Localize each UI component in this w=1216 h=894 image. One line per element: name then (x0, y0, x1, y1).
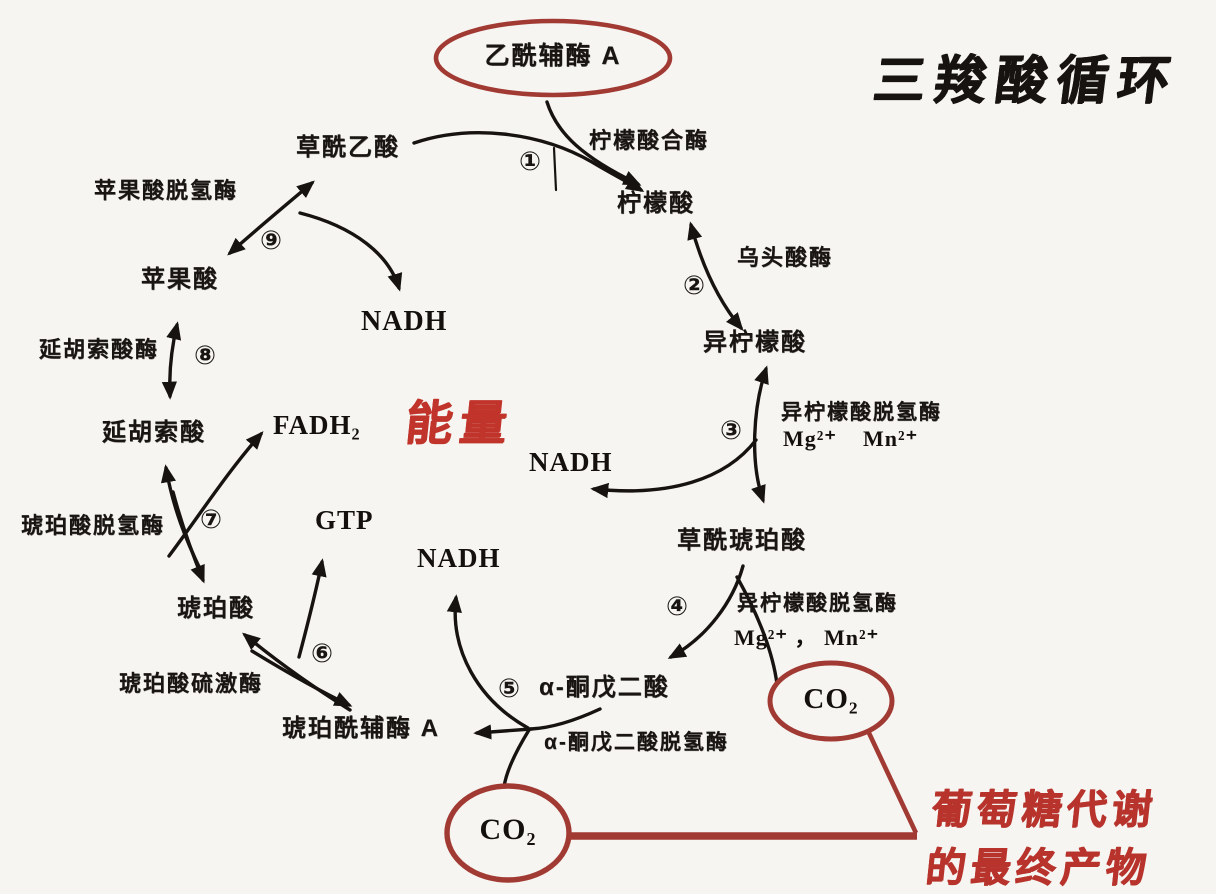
arrow-to-gtp (297, 558, 327, 659)
step-8: ⑧ (194, 341, 217, 371)
diagram-title: 三羧酸循环 (869, 52, 1182, 110)
step-1: ① (519, 147, 542, 177)
cofactor-nadh-center: NADH (417, 543, 501, 573)
node-oxaloacetate: 草酰乙酸 (296, 134, 400, 161)
enzyme-aconitase: 乌头酸酶 (737, 245, 834, 270)
arrow-to-nadh-center (446, 594, 530, 730)
enzyme-succinate-dh: 琥珀酸脱氢酶 (21, 513, 166, 538)
cofactor-fadh2: FADH₂ (273, 410, 361, 440)
node-oxalosuccinate: 草酰琥珀酸 (677, 527, 807, 554)
cofactor-nadh-top: NADH (361, 306, 448, 337)
node-co2-bottom: CO₂ (479, 813, 537, 846)
node-isocitrate: 异柠檬酸 (703, 329, 807, 356)
step-4: ④ (666, 592, 689, 622)
line-to-co2-right (735, 575, 779, 686)
enzyme-isocitrate-dh-upper: 异柠檬酸脱氢酶 (781, 401, 942, 424)
node-co2-right: CO₂ (803, 683, 859, 715)
arrow-to-nadh-top (298, 211, 403, 292)
co2-right-ellipse (767, 660, 895, 742)
arrow-to-nadh-right (590, 438, 758, 499)
enzyme-fumarase: 延胡索酸酶 (39, 337, 160, 362)
arrow-acetylcoa-in (545, 100, 642, 186)
node-acetyl-coa: 乙酰辅酶 A (484, 42, 622, 70)
arrow-malate-oaa (227, 180, 315, 256)
enzyme-alpha-kg-dh: α-酮戊二酸脱氢酶 (544, 731, 729, 754)
final-products-note-line1: 葡萄糖代谢 (929, 788, 1159, 832)
arrow-citrate-isocitrate (687, 221, 744, 331)
arrow-to-succinylcoa (473, 724, 533, 740)
arrow-to-fadh2 (167, 431, 264, 558)
cofactor-gtp: GTP (315, 505, 374, 535)
tick-step1 (552, 146, 558, 192)
cofactors-isocitrate-dh-upper: Mg²⁺ Mn²⁺ (783, 426, 919, 451)
arrow-fumarate-malate (161, 321, 182, 400)
node-succinyl-coa: 琥珀酰辅酶 A (282, 715, 440, 742)
energy-note: 能量 (402, 396, 517, 449)
line-akg-junction (529, 707, 602, 731)
final-products-note-line2: 的最终产物 (923, 846, 1153, 890)
step-7: ⑦ (200, 505, 223, 535)
step-5: ⑤ (498, 674, 521, 704)
arrow-oaa-to-citrate (412, 131, 645, 192)
acetylcoa-highlight-ellipse (433, 18, 673, 98)
enzyme-citrate-synthase: 柠檬酸合酶 (589, 128, 710, 153)
node-alpha-ketoglutarate: α-酮戊二酸 (539, 674, 670, 701)
red-callout-line-diagonal (866, 732, 919, 834)
step-9: ⑨ (260, 226, 283, 256)
arrow-isocitrate-oxalosuccinate (751, 365, 769, 504)
enzyme-isocitrate-dh-lower: 异柠檬酸脱氢酶 (737, 592, 898, 615)
cofactors-isocitrate-dh-lower: Mg²⁺ ， Mn²⁺ (734, 625, 880, 650)
enzyme-succinate-thiokinase: 琥珀酸硫激酶 (119, 671, 264, 696)
node-citrate: 柠檬酸 (617, 190, 695, 217)
node-fumarate: 延胡索酸 (102, 419, 206, 446)
node-succinate: 琥珀酸 (177, 595, 255, 622)
arrow-succinate-succinylcoa (250, 649, 353, 707)
cofactor-nadh-right: NADH (529, 447, 613, 477)
enzyme-malate-dh: 苹果酸脱氢酶 (94, 178, 239, 203)
co2-bottom-ellipse (444, 783, 572, 883)
step-3: ③ (720, 416, 743, 446)
node-malate: 苹果酸 (141, 266, 219, 293)
step-2: ② (683, 271, 706, 301)
line-to-co2-bottom (502, 728, 531, 789)
arrow-fumarate-succinate (171, 490, 205, 584)
step-6: ⑥ (311, 639, 334, 669)
